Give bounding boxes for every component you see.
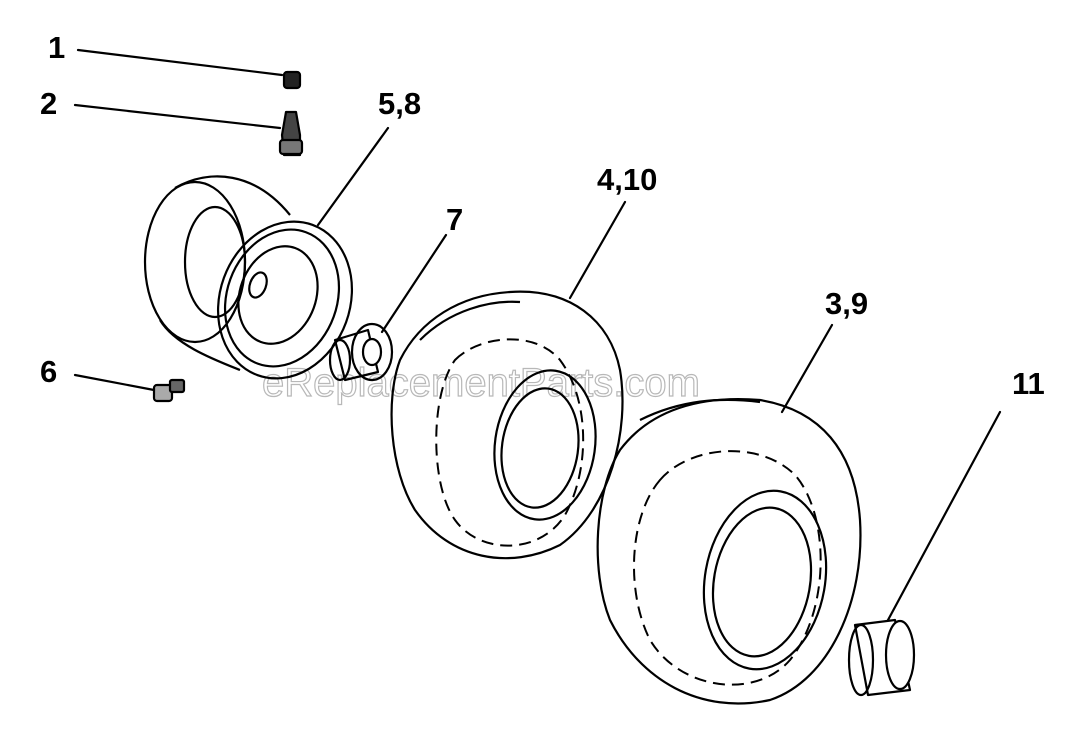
leader-line-7 [380,233,448,334]
part-3-9-tire [596,398,862,705]
part-7-bushing [328,322,394,382]
callout-6: 6 [40,354,57,389]
callout-5-8: 5,8 [378,86,421,121]
callout-11: 11 [1012,366,1045,401]
callout-3-9: 3,9 [825,286,868,321]
leader-line-1 [76,48,284,77]
part-2-valve-stem [278,110,304,157]
callout-1: 1 [48,30,65,65]
part-5-8-rim [143,175,354,380]
watermark: eReplacementParts.com [262,361,700,405]
callout-2: 2 [40,86,57,121]
part-11-cap [847,618,916,697]
leader-line-3-9 [780,323,834,414]
leader-line-6 [73,373,156,392]
leader-line-2 [73,103,282,130]
leader-line-5-8 [316,126,390,227]
leader-line-11 [886,410,1002,622]
part-1-valve-cap [282,70,302,90]
leader-line-4-10 [568,200,627,300]
part-4-10-tire [390,290,624,560]
callout-4-10: 4,10 [597,162,657,197]
part-6-bolt [152,378,186,403]
callout-7: 7 [446,202,463,237]
